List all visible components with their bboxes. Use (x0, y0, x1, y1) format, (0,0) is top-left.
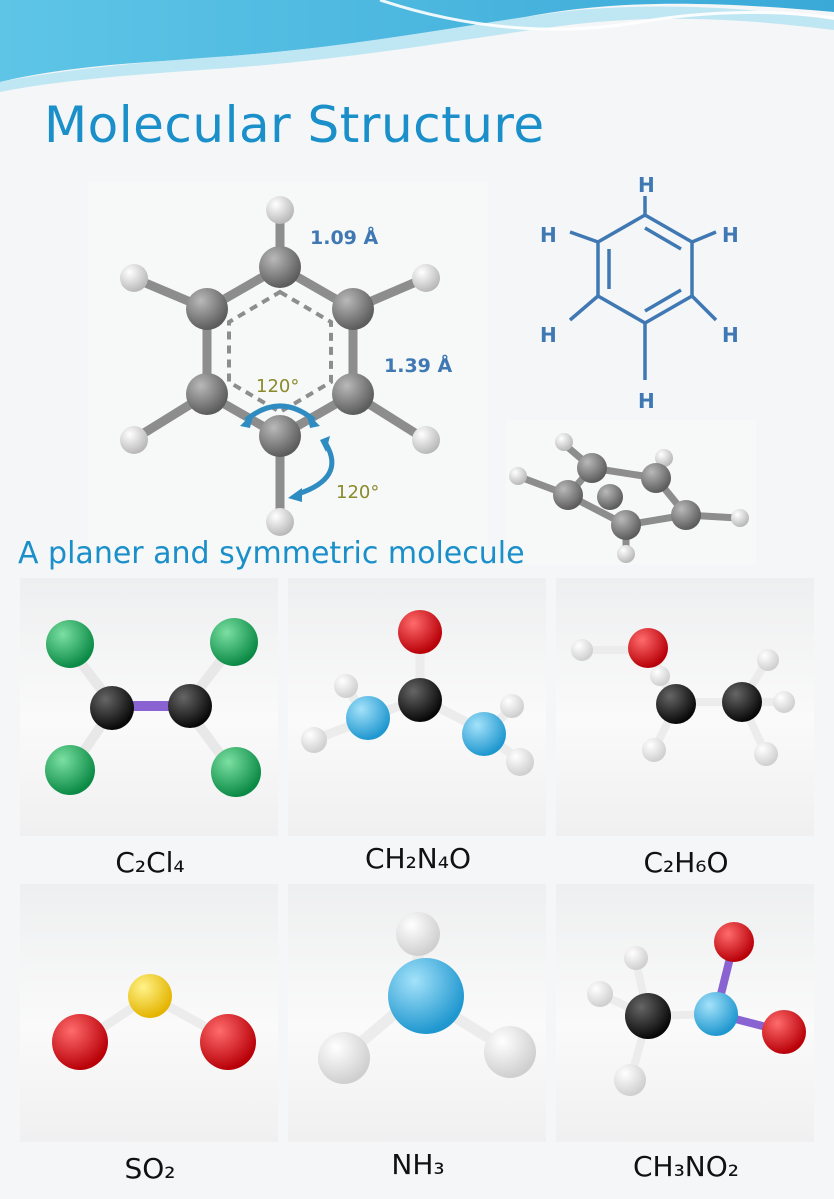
angle-bottom-label: 120° (336, 482, 379, 503)
atom-h-top: H (638, 173, 655, 197)
formula-label-ch3no2: CH₃NO₂ (632, 1150, 740, 1183)
page-title: Molecular Structure (44, 96, 545, 154)
molecule-model-ch2n4o (288, 578, 546, 836)
molecule-model-c2cl4 (20, 578, 278, 836)
benzene-perspective-model (506, 420, 756, 565)
angle-top-label: 120° (256, 376, 299, 397)
bond-length-ch-label: 1.09 Å (310, 225, 378, 249)
benzene-structural-formula: H H H H H H (520, 170, 770, 420)
formula-label-so2: SO₂ (124, 1152, 176, 1185)
bond-length-cc-label: 1.39 Å (384, 353, 452, 377)
molecule-model-so2 (20, 884, 278, 1142)
formula-label-c2cl4: C₂Cl₄ (115, 846, 185, 879)
wave-banner (0, 0, 834, 100)
atom-h-upper-left: H (540, 223, 557, 247)
atom-h-lower-left: H (540, 323, 557, 347)
atom-h-upper-right: H (722, 223, 739, 247)
benzene-ball-stick-diagram: 1.09 Å 1.39 Å 120° 120° (88, 182, 488, 560)
formula-label-ch2n4o: CH₂N₄O (364, 842, 472, 875)
formula-label-c2h6o: C₂H₆O (643, 846, 729, 879)
formula-label-nh3: NH₃ (391, 1148, 445, 1181)
molecule-model-c2h6o (556, 578, 814, 836)
molecule-model-ch3no2 (556, 884, 814, 1142)
atom-h-bottom: H (638, 389, 655, 413)
caption: A planer and symmetric molecule (18, 536, 525, 571)
molecule-model-nh3 (288, 884, 546, 1142)
atom-h-lower-right: H (722, 323, 739, 347)
